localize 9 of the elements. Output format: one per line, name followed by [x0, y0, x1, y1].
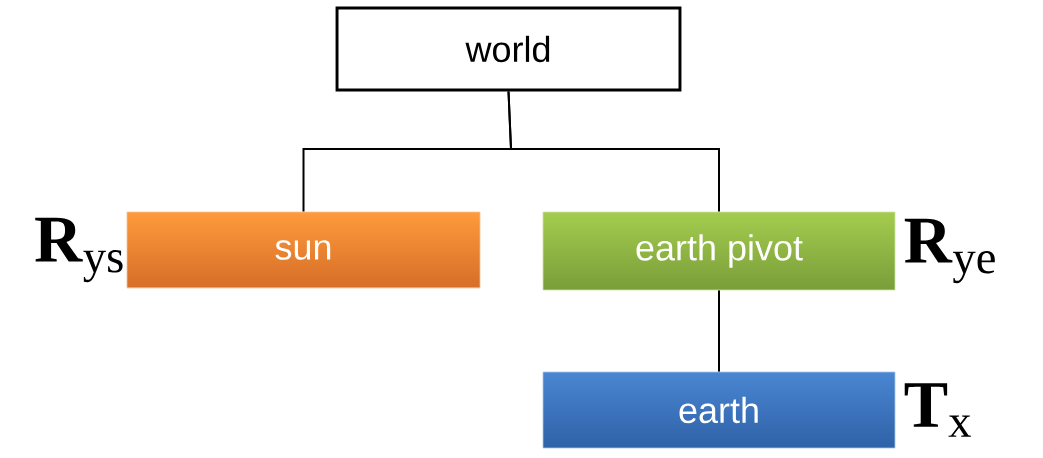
connector-line: [718, 289, 720, 373]
node-box: earth pivot: [542, 211, 896, 291]
root-box: world: [335, 6, 682, 92]
connector-line: [507, 90, 720, 213]
node-box: sun: [126, 211, 481, 289]
frame-label: R$_{ye}$: [904, 218, 995, 284]
frame-label: T$_{x}$: [904, 383, 971, 437]
frame-label: R$_{ys}$: [35, 217, 123, 283]
node-box: earth: [542, 371, 896, 449]
